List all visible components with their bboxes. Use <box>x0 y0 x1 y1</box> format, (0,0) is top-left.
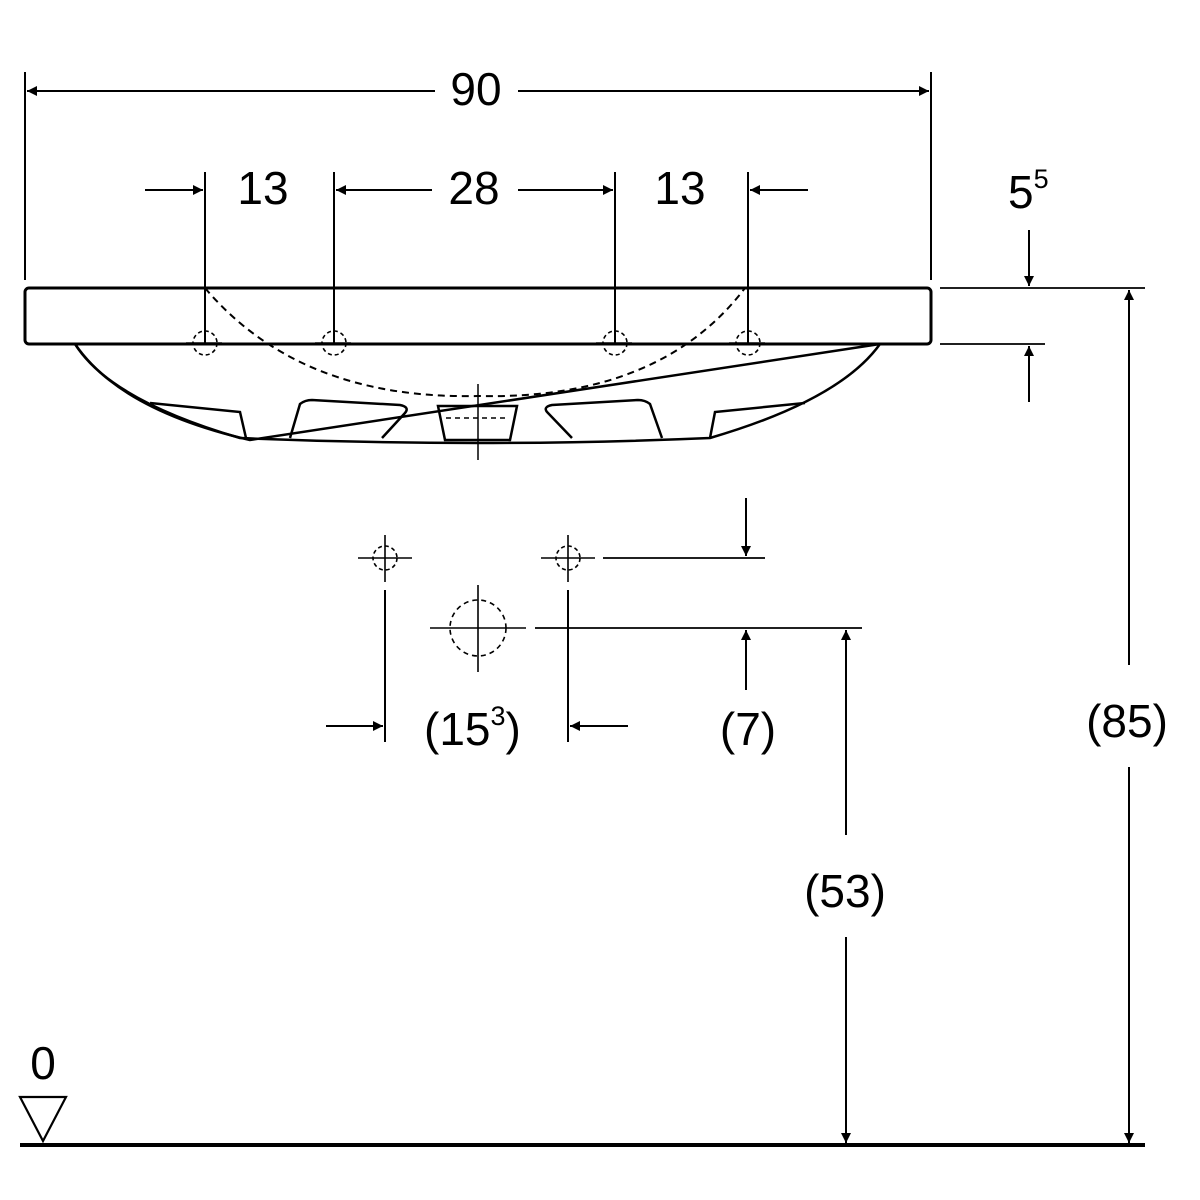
basin-outline <box>23 286 933 460</box>
dimension-overall-height: (85) <box>1086 290 1168 1143</box>
label-rim-thickness: 5 <box>1008 166 1034 218</box>
waste-connection <box>430 585 526 672</box>
svg-text:55: 55 <box>1008 164 1049 218</box>
label-right-tap-offset: 13 <box>654 162 705 214</box>
label-valve-spacing-close: ) <box>506 703 521 755</box>
bowl-hidden-line <box>204 287 746 398</box>
label-left-tap-offset: 13 <box>237 162 288 214</box>
label-tap-spacing: 28 <box>448 162 499 214</box>
label-floor-level: 0 <box>30 1037 56 1089</box>
valve-left <box>358 535 412 582</box>
floor-level: 0 <box>18 1037 1145 1147</box>
svg-text:(153): (153) <box>424 701 521 755</box>
dimension-tap-spacing: 13 28 13 <box>145 162 808 345</box>
label-overall-width: 90 <box>450 63 501 115</box>
dimension-overall-width: 90 <box>24 63 932 280</box>
dimension-waste-height: (53) <box>804 630 886 1143</box>
label-valve-spacing: (15 <box>424 703 490 755</box>
dimension-valve-offset: (7) <box>535 498 862 755</box>
label-valve-spacing-sup: 3 <box>490 701 505 731</box>
label-overall-height: (85) <box>1086 695 1168 747</box>
label-valve-offset: (7) <box>720 703 776 755</box>
dimension-rim-thickness: 55 <box>940 164 1145 402</box>
label-rim-thickness-sup: 5 <box>1034 164 1049 194</box>
label-waste-height: (53) <box>804 865 886 917</box>
level-marker-icon <box>18 1095 68 1144</box>
dimension-valve-spacing: (153) <box>326 590 628 755</box>
valve-connection-markers <box>358 535 595 672</box>
valve-right <box>541 535 595 582</box>
